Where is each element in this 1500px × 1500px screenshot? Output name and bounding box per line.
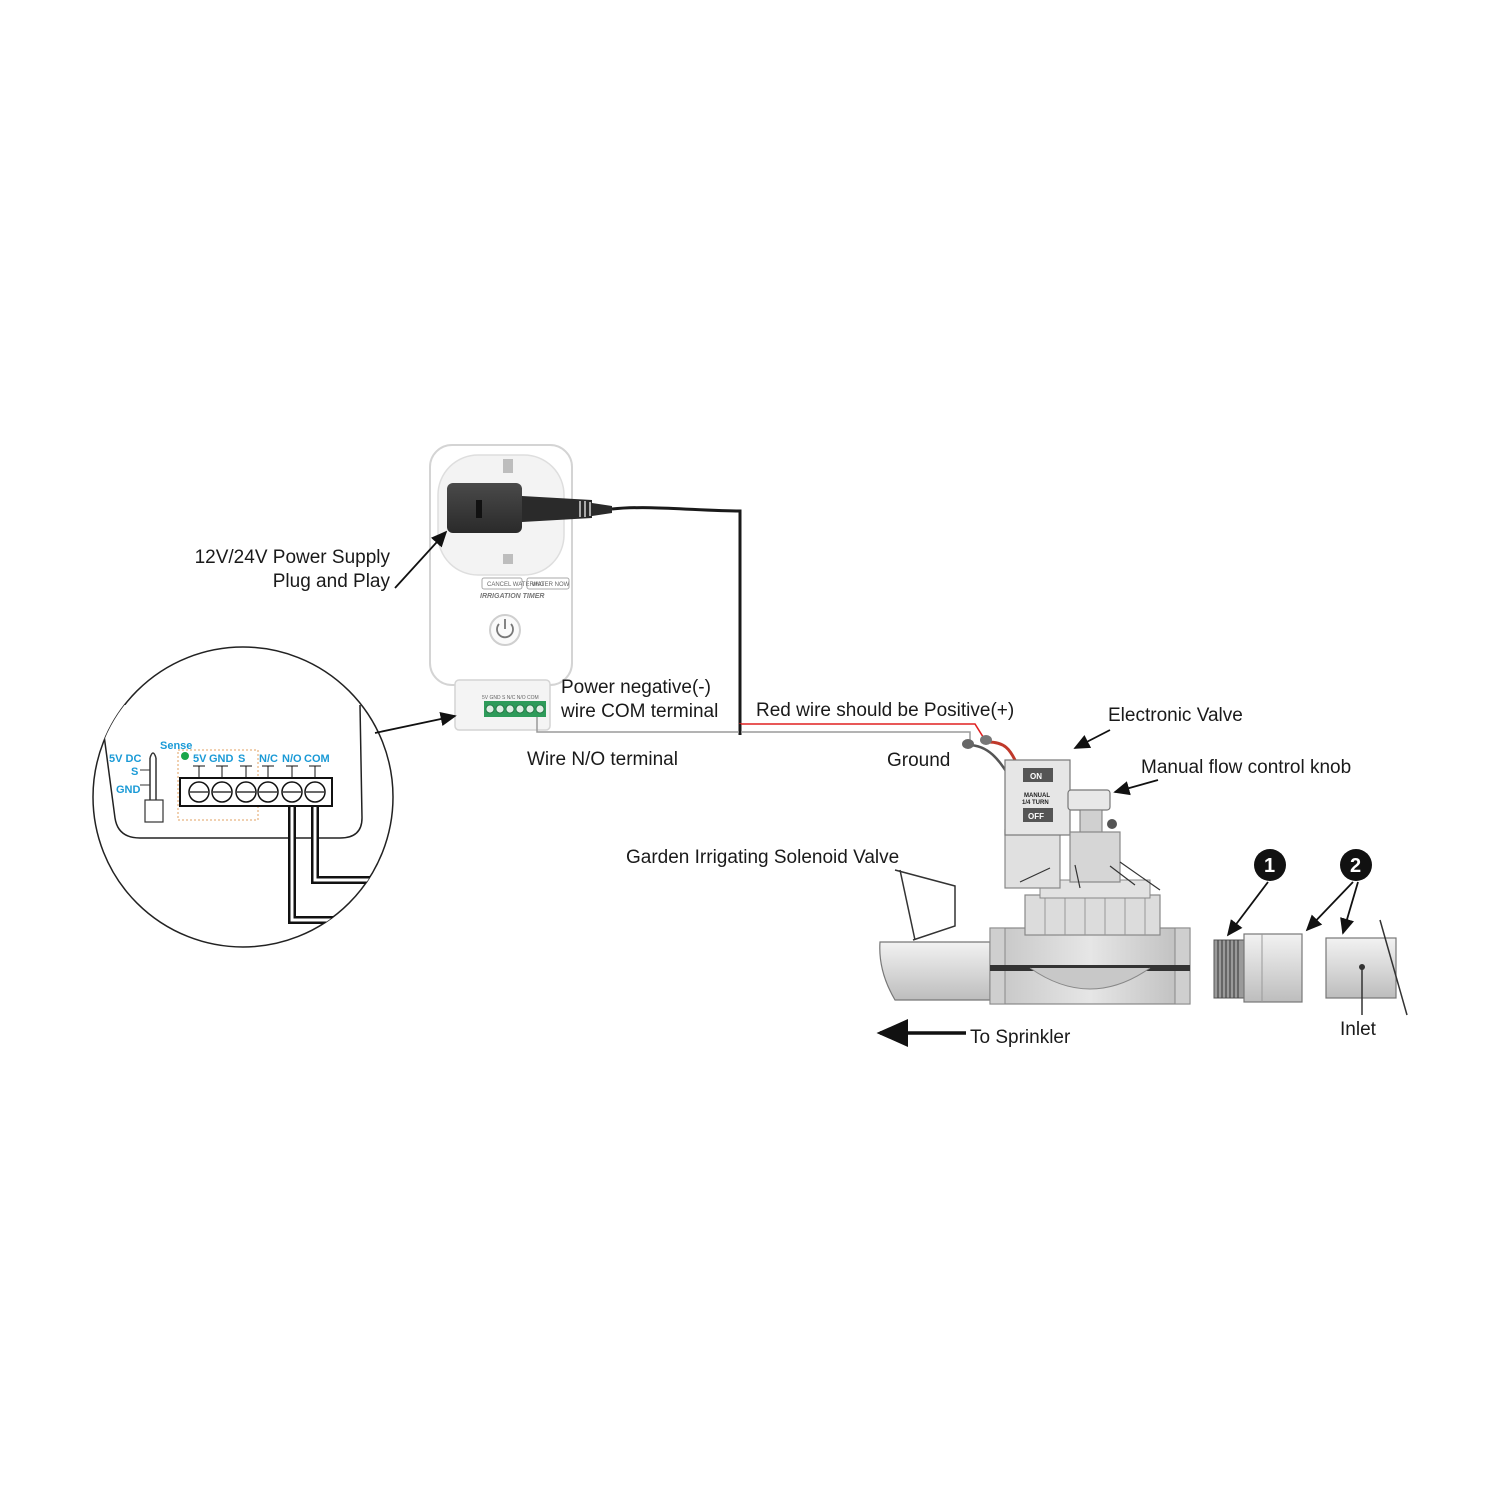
badge-1-label: 1: [1264, 855, 1275, 877]
electronic-valve-arrow: [1073, 729, 1111, 749]
sense-group-outline: [177, 749, 259, 821]
manual-flow-knob[interactable]: [1067, 789, 1111, 811]
terminal-gnd-label: GND: [209, 753, 234, 765]
red-wire-label: Red wire should be Positive(+): [756, 700, 1014, 721]
audio-jack: [140, 752, 164, 823]
inlet-label: Inlet: [1340, 1019, 1377, 1040]
timer-brand: IRRIGATION TIMER: [480, 593, 544, 600]
power-negative-label-line1: Power negative(-): [561, 677, 711, 698]
terminal-com-label: COM: [304, 753, 330, 765]
water-now-button[interactable]: [526, 577, 570, 590]
threaded-adapter: [1213, 933, 1303, 1003]
jack-s-label: S: [131, 766, 138, 778]
callout-arrows: [374, 530, 1359, 1047]
ground-label: Ground: [887, 750, 950, 771]
jack-gnd-label: GND: [116, 784, 141, 796]
solenoid-valve: ON MANUAL 1/4 TURN OFF: [879, 759, 1191, 1005]
electronic-valve-label: Electronic Valve: [1108, 705, 1243, 726]
adapter-arrow: [1226, 881, 1269, 937]
water-now-label: WATER NOW: [532, 582, 570, 588]
ground-wire-end: [962, 739, 974, 749]
power-button[interactable]: [489, 614, 521, 646]
terminal-no-label: N/O: [282, 753, 302, 765]
sense-label: Sense: [160, 740, 192, 752]
outlet-pipe: [879, 941, 991, 1001]
wires: [536, 717, 1017, 781]
valve-on-label: ON: [1030, 772, 1042, 781]
pipe-arrow-b: [1340, 881, 1359, 935]
cancel-watering-label: CANCEL WATERING: [487, 582, 545, 588]
power-supply-label-line2: Plug and Play: [273, 571, 391, 592]
badge-1: 1: [1254, 849, 1286, 881]
valve-turn-label: 1/4 TURN: [1022, 800, 1049, 806]
power-supply-label-line1: 12V/24V Power Supply: [195, 547, 391, 568]
power-adapter-plug: [447, 483, 742, 735]
terminal-5v-label: 5V: [193, 753, 207, 765]
valve-manual-label: MANUAL: [1024, 793, 1050, 799]
socket-ground-clip: [503, 459, 513, 473]
pipe-arrow-a: [1305, 881, 1354, 932]
positive-wire-end: [980, 735, 992, 745]
jack-5vdc-label: 5V DC: [109, 753, 141, 765]
power-cable: [611, 506, 742, 735]
terminal-zoom-callout: 5V DC S GND Sense 5V GND S N/C N/O COM: [92, 646, 394, 948]
terminal-nc-label: N/C: [259, 753, 278, 765]
terminal-strip-label: 5V GND S N/C N/O COM: [482, 695, 539, 701]
power-icon: [496, 623, 514, 639]
power-negative-label-line2: wire COM terminal: [560, 701, 718, 722]
no-wire: [536, 717, 971, 742]
to-sprinkler-label: To Sprinkler: [970, 1027, 1071, 1048]
inlet-pipe: [1325, 919, 1408, 1016]
terminal-s-label: S: [238, 753, 245, 765]
badge-2-label: 2: [1350, 855, 1361, 877]
knob-arrow: [1113, 779, 1159, 796]
sense-indicator-dot: [181, 752, 189, 760]
manual-knob-label: Manual flow control knob: [1141, 757, 1351, 778]
badge-2: 2: [1340, 849, 1372, 881]
valve-off-label: OFF: [1028, 812, 1044, 821]
zoom-arrow: [374, 711, 457, 734]
cancel-watering-button[interactable]: [481, 577, 523, 590]
power-supply-arrow: [394, 530, 448, 589]
solenoid-valve-label: Garden Irrigating Solenoid Valve: [626, 847, 899, 868]
wire-no-label: Wire N/O terminal: [527, 749, 678, 770]
